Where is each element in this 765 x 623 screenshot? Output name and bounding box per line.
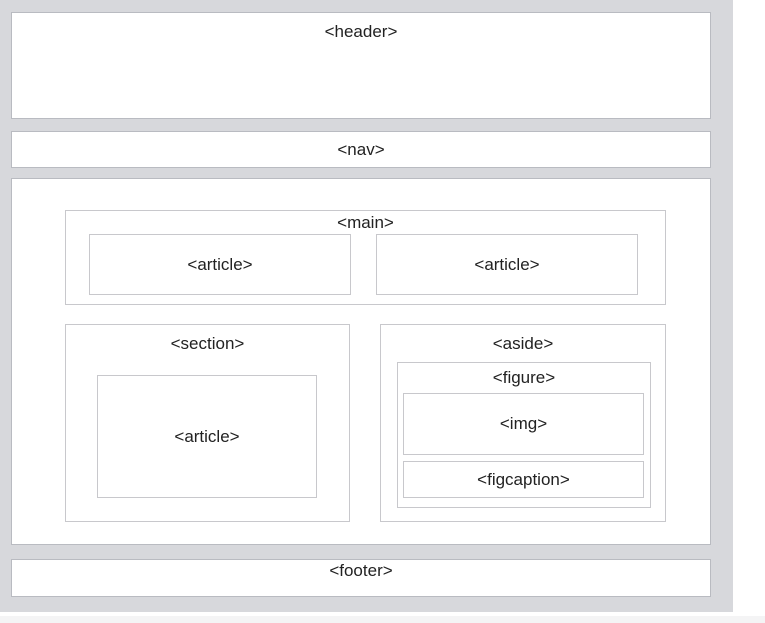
article-left-box: <article> xyxy=(89,234,351,295)
section-box: <section> <article> xyxy=(65,324,350,522)
main-label: <main> xyxy=(337,213,394,232)
figcaption-box: <figcaption> xyxy=(403,461,644,498)
article-right-box: <article> xyxy=(376,234,638,295)
header-box: <header> xyxy=(11,12,711,119)
aside-label: <aside> xyxy=(492,334,554,353)
nav-label: <nav> xyxy=(337,139,385,159)
section-label: <section> xyxy=(170,334,245,353)
content-area: <main> <article> <article> <section> <ar… xyxy=(11,178,711,545)
section-article-label: <article> xyxy=(174,426,240,446)
bottom-strip xyxy=(0,616,765,623)
article-right-label: <article> xyxy=(474,254,540,274)
figure-box: <figure> <img> <figcaption> xyxy=(397,362,651,508)
nav-box: <nav> xyxy=(11,131,711,168)
figcaption-label: <figcaption> xyxy=(477,469,570,489)
header-label: <header> xyxy=(324,22,398,41)
figure-label: <figure> xyxy=(492,368,556,387)
article-left-label: <article> xyxy=(187,254,253,274)
aside-box: <aside> <figure> <img> <figcaption> xyxy=(380,324,666,522)
footer-box: <footer> xyxy=(11,559,711,597)
section-article-box: <article> xyxy=(97,375,317,498)
footer-label: <footer> xyxy=(329,561,393,580)
img-label: <img> xyxy=(499,414,548,433)
img-box: <img> xyxy=(403,393,644,455)
main-box: <main> <article> <article> xyxy=(65,210,666,305)
